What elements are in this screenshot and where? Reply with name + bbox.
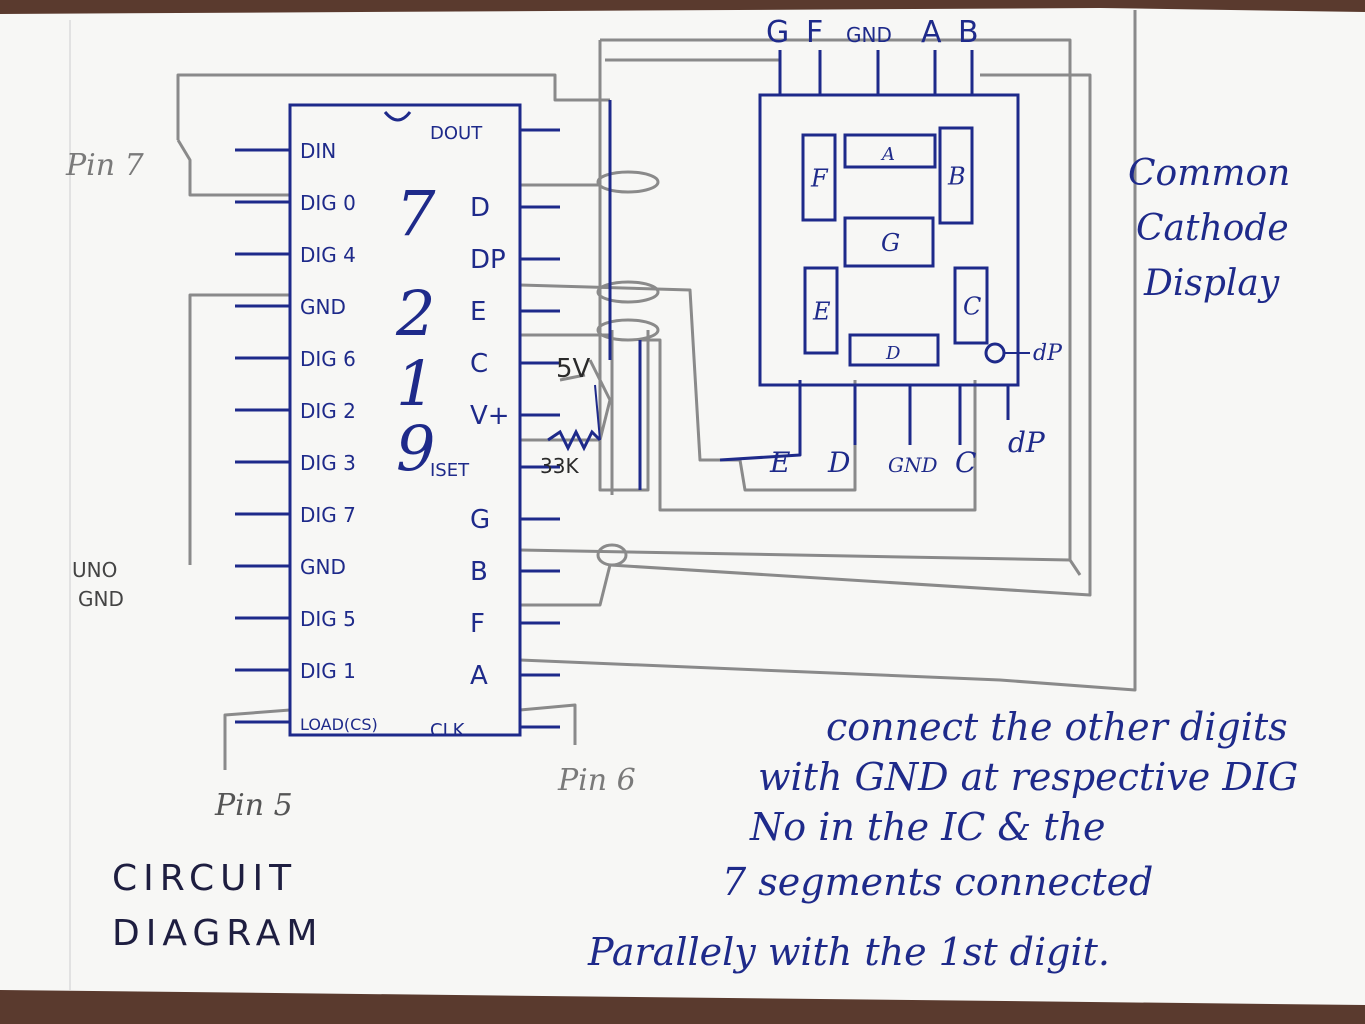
ic-left-pin-label: GND [300, 555, 346, 579]
segment-c [953, 266, 989, 345]
display-body [758, 93, 1020, 387]
circuit-title-line: DIAGRAM [112, 913, 323, 954]
resistor-value-label: 33K [540, 454, 579, 478]
display-bottom-pins: E D GND CdP [769, 385, 1046, 479]
ic-left-pin-label: DIN [300, 139, 336, 163]
display-bottom-pin-label: dP [1008, 426, 1046, 459]
display-top-pin-label: B [958, 15, 979, 50]
resistor-wiper [594, 384, 601, 441]
segment-label-e: E [812, 298, 831, 326]
ic-part-number: 7 219 [395, 177, 436, 485]
ic-right-pin-label: B [470, 557, 488, 587]
ic-right-pin-label: G [470, 505, 490, 535]
ic-left-pin-label: LOAD(CS) [300, 715, 378, 734]
segment-a [843, 133, 937, 169]
display-bottom-pin-label: GND [888, 453, 938, 477]
ic-left-pin-label: DIG 5 [300, 607, 356, 631]
display-top-pin-label: A [921, 15, 942, 50]
ic-right-pin-label: F [470, 609, 485, 639]
notebook-page [0, 8, 1365, 1005]
ic-notch [383, 111, 412, 122]
ic-left-pin-label: DIG 0 [300, 191, 356, 215]
instruction-line: connect the other digits [826, 705, 1288, 749]
ic-right-pin-label: DP [470, 245, 506, 275]
wire-crossover-loops [596, 170, 660, 567]
common-cathode-line: Display [1143, 263, 1280, 304]
segment-label-f: F [810, 165, 829, 193]
display-bottom-pin-label: C [955, 446, 976, 479]
segment-label-b: B [947, 163, 966, 191]
segment-label-g: G [881, 229, 900, 257]
display-bottom-pin-label: E [769, 446, 790, 479]
segment-f [801, 133, 837, 222]
instruction-line: No in the IC & the [749, 805, 1106, 849]
common-cathode-line: Common [1128, 153, 1290, 194]
uno-gnd-label: GND [78, 587, 124, 611]
resistor-symbol [547, 428, 602, 452]
ic-right-pin-label: V+ [470, 401, 510, 431]
display-top-pin-label: GND [846, 23, 892, 47]
ic-part-number-digit: 7 [396, 177, 436, 250]
ic-left-pin-label: DIG 7 [300, 503, 356, 527]
ic-pin-lines [235, 128, 560, 729]
circuit-diagram-title: CIRCUIT DIAGRAM [112, 858, 323, 954]
ic-body [288, 103, 522, 737]
display-bottom-pin-label: D [827, 446, 850, 479]
ic-right-pin-label: CLK [430, 720, 466, 741]
ic-left-pin-label: DIG 2 [300, 399, 356, 423]
display-segments: A B C D E F G [801, 126, 989, 367]
segment-e [803, 266, 839, 355]
segment-label-d: D [885, 343, 901, 364]
ic-right-pin-label: C [470, 349, 488, 379]
uno-label: UNO [72, 558, 117, 582]
display-top-pin-label: G [766, 15, 789, 50]
ic-left-pin-label: DIG 3 [300, 451, 356, 475]
common-cathode-line: Cathode [1136, 208, 1289, 249]
circuit-title-line: CIRCUIT [112, 858, 297, 899]
ic-part-number-digit: 9 [396, 412, 435, 485]
ic-left-pin-label: GND [300, 295, 346, 319]
segment-d [848, 333, 940, 367]
5v-label: 5V [556, 354, 591, 384]
ic-right-pin-label: A [470, 661, 488, 691]
ic-part-number-digit: 1 [396, 347, 435, 420]
ic-left-pin-label: DIG 6 [300, 347, 356, 371]
segment-label-c: C [963, 293, 981, 321]
instruction-line: Parallely with the 1st digit. [587, 930, 1110, 974]
ic-left-pin-labels: DIN DIG 0 DIG 4 GND DIG 6 DIG 2 DIG 3 DIG 7 GND D… [300, 139, 378, 734]
pin7-label: Pin 7 [65, 148, 145, 183]
ic-right-pin-label: E [470, 297, 486, 327]
instruction-line: with GND at respective DIG [758, 755, 1298, 799]
display-top-pin-label: F [806, 15, 823, 50]
ic-left-pin-label: DIG 4 [300, 243, 356, 267]
max7219-ic: DIN DIG 0 DIG 4 GND DIG 6 DIG 2 DIG 3 DIG 7 GND D… [235, 103, 560, 741]
pin5-label: Pin 5 [214, 788, 293, 823]
pin6-label: Pin 6 [557, 763, 636, 798]
segment-b [938, 126, 974, 225]
ic-right-pin-label: ISET [430, 460, 470, 481]
segment-g [843, 216, 935, 268]
ic-right-pin-label: DOUT [430, 123, 483, 144]
instruction-line: 7 segments connected [722, 860, 1153, 904]
dp-side-label: dP [1033, 341, 1063, 366]
segment-label-a: A [880, 144, 895, 165]
ic-left-pin-label: DIG 1 [300, 659, 356, 683]
instruction-note: connect the other digits with GND at resp… [587, 705, 1298, 974]
ic-right-pin-label: D [470, 193, 490, 223]
ic-part-number-digit: 2 [395, 277, 435, 350]
